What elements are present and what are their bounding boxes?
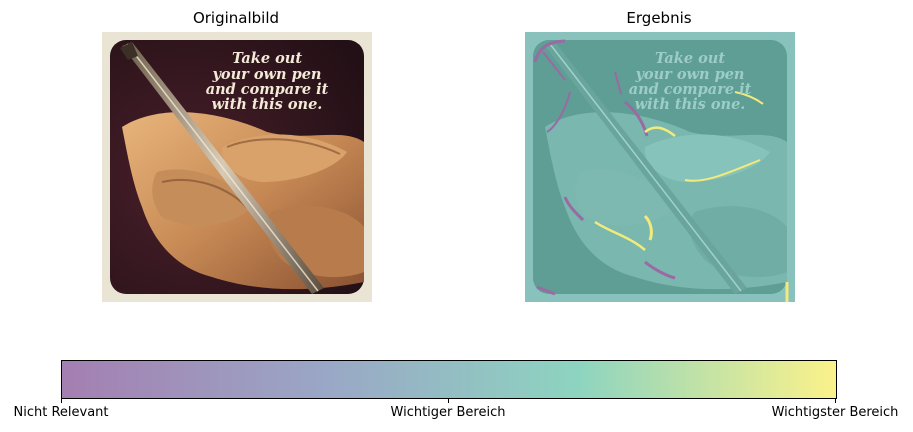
ad-text-line: and compare it (629, 81, 752, 98)
original-image: Take out your own pen and compare it wit… (102, 32, 372, 302)
ad-text-line: Take out (655, 50, 725, 67)
colorbar-label-high: Wichtigster Bereich (771, 405, 899, 420)
colorbar-label-mid: Wichtiger Bereich (390, 405, 506, 420)
colorbar-tick (835, 398, 836, 403)
ad-text-line: your own pen (212, 66, 322, 83)
colorbar-label-low: Nicht Relevant (13, 405, 109, 420)
result-heatmap-image: Take out your own pen and compare it wit… (525, 32, 795, 302)
result-image-title: Ergebnis (626, 9, 692, 27)
original-image-title: Originalbild (192, 9, 280, 27)
ad-text-line: and compare it (206, 81, 329, 98)
colorbar-tick (61, 398, 62, 403)
ad-text-line: your own pen (635, 66, 745, 83)
ad-text-line: with this one. (635, 96, 746, 113)
ad-text-line: with this one. (212, 96, 323, 113)
ad-text-line: Take out (232, 50, 302, 67)
colorbar-tick (448, 398, 449, 403)
relevance-colorbar (61, 360, 837, 399)
